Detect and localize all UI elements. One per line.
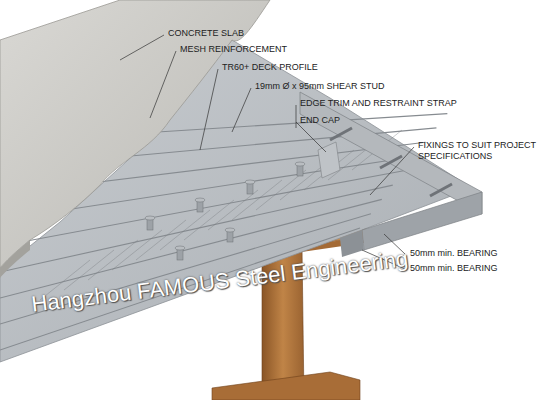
part-label: END CAP	[300, 115, 340, 126]
mesh-bar	[208, 190, 258, 230]
shear-stud-head	[245, 180, 255, 184]
part-label: 19mm Ø x 95mm SHEAR STUD	[255, 81, 385, 92]
edge-trim	[300, 92, 482, 257]
mesh-bar	[88, 240, 138, 280]
mesh-bar	[160, 210, 210, 250]
shear-stud-head	[175, 246, 185, 250]
mesh-bar	[112, 230, 162, 270]
mesh-bar	[232, 180, 282, 220]
dimension-label: 50mm min. BEARING	[410, 263, 498, 274]
concrete-slab	[0, 0, 270, 268]
part-label: FIXINGS TO SUIT PROJECT SPECIFICATIONS	[418, 140, 548, 162]
shear-stud-head	[295, 162, 305, 166]
mesh-bar	[136, 220, 186, 260]
shear-stud-head	[195, 198, 205, 202]
leader-lines	[120, 35, 414, 269]
shear-stud-head	[225, 228, 235, 232]
part-label: CONCRETE SLAB	[168, 28, 244, 39]
part-label: MESH REINFORCEMENT	[180, 44, 287, 55]
dimension-label: 50mm min. BEARING	[410, 248, 498, 259]
shear-stud-head	[145, 216, 155, 220]
part-label: EDGE TRIM AND RESTRAINT STRAP	[300, 98, 457, 109]
mesh-bar	[184, 200, 234, 240]
part-label: TR60+ DECK PROFILE	[222, 62, 318, 73]
